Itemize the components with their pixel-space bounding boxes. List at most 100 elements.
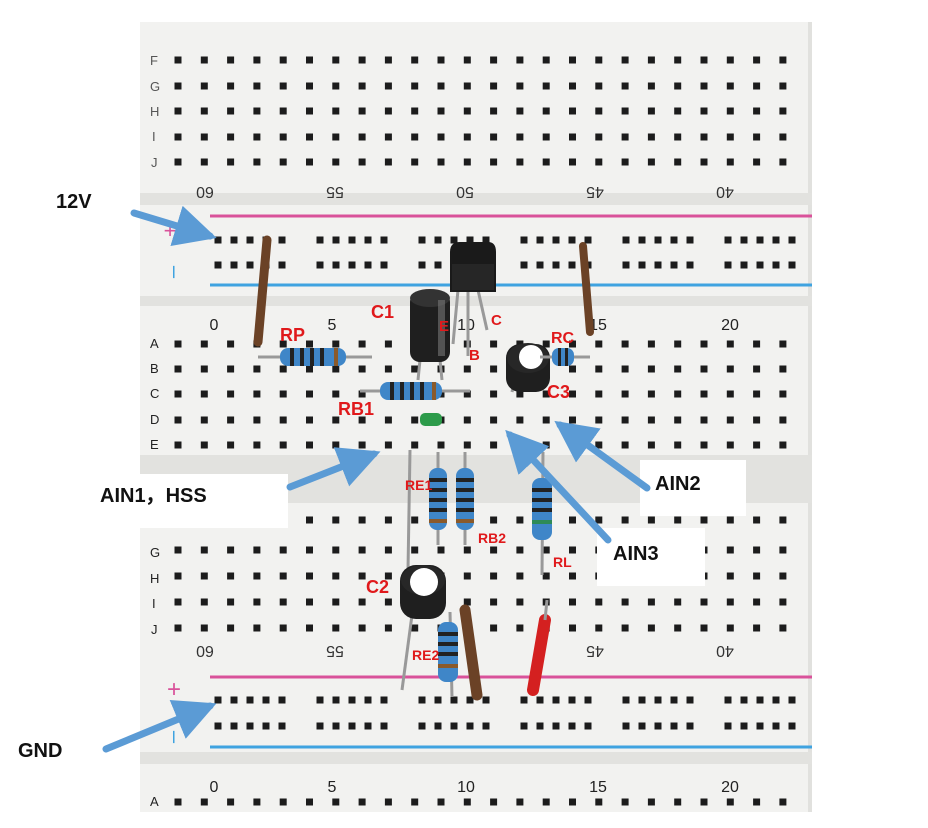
breadboard-hole — [384, 546, 392, 554]
resistor-rb1 — [360, 382, 470, 400]
breadboard-hole — [279, 82, 287, 90]
arrow-12v — [130, 205, 217, 246]
breadboard-hole — [411, 365, 419, 373]
breadboard-hole — [437, 56, 445, 64]
breadboard-hole — [568, 236, 576, 244]
breadboard-hole — [686, 236, 694, 244]
breadboard-hole — [726, 572, 734, 580]
column-number: 40 — [716, 183, 734, 200]
row-letter: I — [152, 129, 156, 144]
breadboard-hole — [490, 798, 498, 806]
breadboard-hole — [516, 598, 524, 606]
breadboard-hole — [358, 133, 366, 141]
breadboard-hole — [358, 158, 366, 166]
breadboard-hole — [332, 261, 340, 269]
breadboard-hole — [621, 107, 629, 115]
breadboard-hole — [450, 236, 458, 244]
breadboard-hole — [700, 340, 708, 348]
row-letter: J — [151, 622, 158, 637]
breadboard-hole — [434, 236, 442, 244]
breadboard-hole — [647, 82, 655, 90]
breadboard-hole — [279, 390, 287, 398]
breadboard-hole — [262, 696, 270, 704]
breadboard-hole — [332, 416, 340, 424]
breadboard-hole — [490, 365, 498, 373]
breadboard-hole — [253, 441, 261, 449]
breadboard-hole — [358, 416, 366, 424]
breadboard-hole — [279, 107, 287, 115]
breadboard-hole — [246, 261, 254, 269]
breadboard-hole — [753, 441, 761, 449]
breadboard-hole — [253, 56, 261, 64]
breadboard-hole — [622, 696, 630, 704]
breadboard-hole — [200, 340, 208, 348]
label-re1: RE1 — [405, 477, 432, 493]
breadboard-hole — [418, 261, 426, 269]
breadboard-hole — [595, 365, 603, 373]
breadboard-hole — [753, 158, 761, 166]
breadboard-hole — [647, 365, 655, 373]
breadboard-hole — [516, 798, 524, 806]
column-number: 0 — [210, 317, 219, 334]
breadboard-hole — [621, 56, 629, 64]
breadboard-hole — [332, 365, 340, 373]
breadboard-hole — [253, 416, 261, 424]
breadboard-hole — [200, 598, 208, 606]
breadboard-hole — [569, 158, 576, 166]
column-numbers-lower: 60 55 45 40 — [196, 642, 734, 659]
breadboard-hole — [246, 696, 254, 704]
breadboard-hole — [358, 546, 366, 554]
breadboard-hole — [227, 546, 235, 554]
breadboard-hole — [542, 82, 550, 90]
breadboard-hole — [700, 365, 708, 373]
breadboard-hole — [536, 696, 544, 704]
arrow-gnd — [102, 699, 217, 753]
breadboard-hole — [595, 416, 603, 424]
row-letters-top: F G H I J — [150, 53, 160, 170]
breadboard-hole — [516, 572, 524, 580]
breadboard-hole — [463, 133, 471, 141]
breadboard-hole — [434, 722, 442, 730]
column-numbers-bottom: 0 5 10 15 20 — [210, 779, 739, 796]
breadboard-hole — [490, 516, 498, 524]
breadboard-hole — [358, 572, 366, 580]
breadboard-hole — [463, 107, 471, 115]
breadboard-hole — [332, 236, 340, 244]
breadboard-hole — [569, 340, 576, 348]
label-rb1: RB1 — [338, 399, 374, 419]
breadboard-hole — [647, 441, 655, 449]
breadboard-hole — [542, 107, 550, 115]
row-letter: A — [150, 336, 159, 351]
breadboard-hole — [437, 107, 445, 115]
breadboard-hole — [380, 236, 388, 244]
breadboard-hole — [621, 798, 629, 806]
breadboard-hole — [306, 133, 313, 141]
breadboard-hole — [779, 572, 787, 580]
breadboard-hole — [654, 236, 662, 244]
bottom-rail-minus-sign: – — [163, 731, 188, 744]
breadboard-hole — [700, 441, 708, 449]
breadboard-hole — [595, 390, 603, 398]
column-numbers-top: 60 55 50 45 40 — [196, 183, 734, 200]
breadboard-hole — [647, 133, 655, 141]
breadboard-hole — [279, 798, 287, 806]
breadboard-hole — [686, 722, 694, 730]
breadboard-hole — [621, 82, 629, 90]
breadboard-hole — [670, 722, 678, 730]
breadboard-hole — [726, 598, 734, 606]
breadboard-hole — [306, 798, 313, 806]
breadboard-hole — [316, 236, 324, 244]
column-numbers-middle: 0 5 10 15 20 — [210, 317, 739, 334]
callout-ain2: AIN2 — [655, 473, 701, 495]
breadboard-hole — [647, 798, 655, 806]
breadboard-hole — [227, 340, 235, 348]
breadboard-hole — [411, 546, 419, 554]
breadboard-hole — [700, 107, 708, 115]
breadboard-hole — [740, 236, 748, 244]
breadboard-hole — [756, 261, 764, 269]
breadboard-hole — [753, 572, 761, 580]
breadboard-hole — [200, 798, 208, 806]
breadboard-hole — [516, 56, 524, 64]
breadboard-hole — [200, 416, 208, 424]
breadboard-hole — [621, 624, 629, 632]
